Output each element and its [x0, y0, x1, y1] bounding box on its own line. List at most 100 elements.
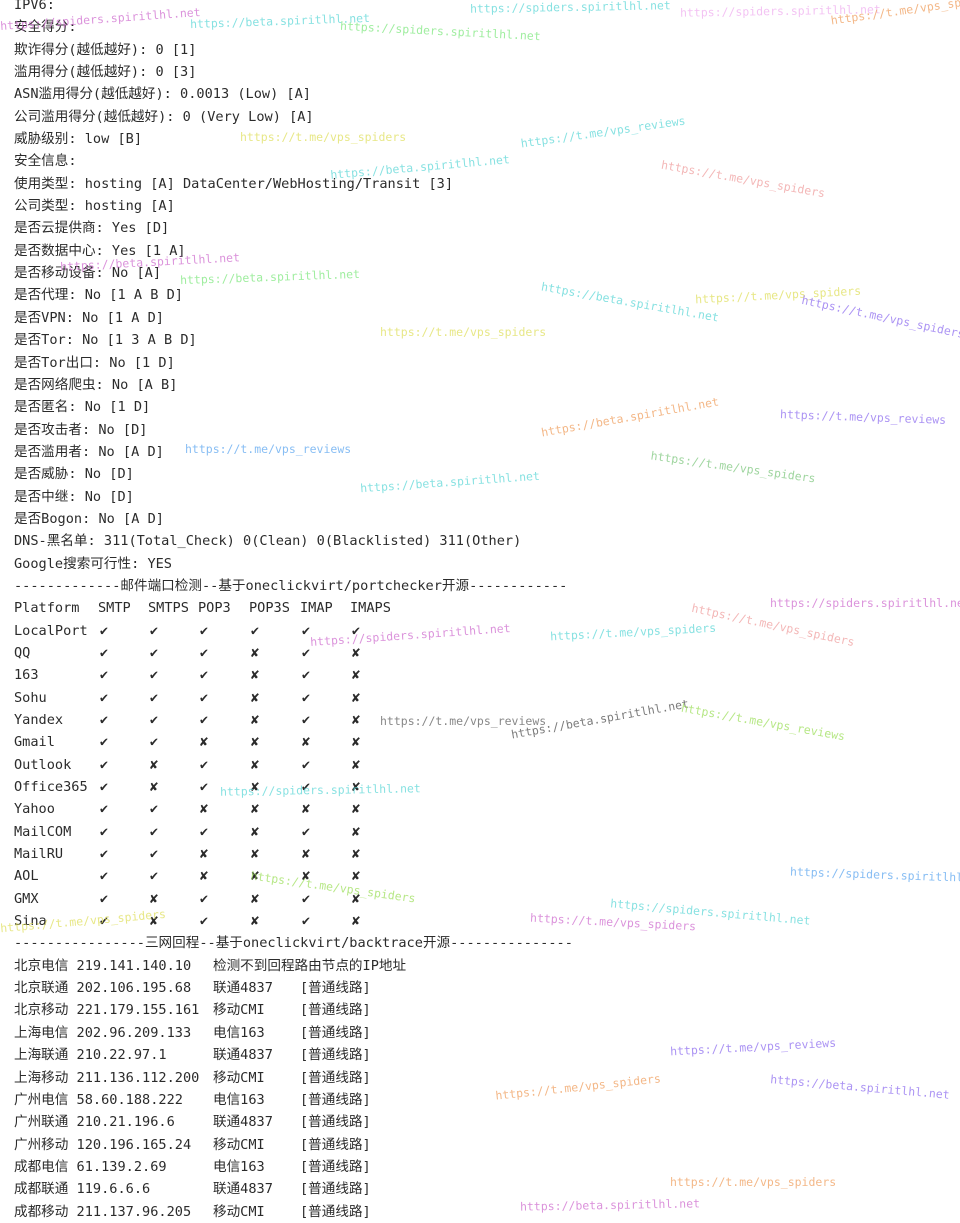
header-smtp: SMTP [98, 600, 131, 617]
security-line: 是否Tor: No [1 3 A B D] [14, 332, 197, 349]
port-status-icon: ✘ [149, 756, 159, 773]
route-row: 上海移动 211.136.112.200 移动CMI [普通线路] [14, 1067, 960, 1089]
route-line-type: [普通线路] [300, 1136, 371, 1153]
platform-name: 163 [14, 667, 39, 684]
port-status-icon: ✘ [250, 667, 260, 684]
port-status-icon: ✘ [250, 823, 260, 840]
port-status-icon: ✘ [301, 846, 311, 863]
route-line-type: [普通线路] [300, 1181, 371, 1198]
route-row: 北京电信 219.141.140.10 检测不到回程路由节点的IP地址 [14, 955, 960, 977]
security-line: 是否网络爬虫: No [A B] [14, 376, 178, 393]
route-backbone: 检测不到回程路由节点的IP地址 [213, 957, 407, 974]
route-backbone: 电信163 [213, 1158, 265, 1175]
security-line: Google搜索可行性: YES [14, 555, 172, 572]
security-line: 是否威胁: No [D] [14, 466, 134, 483]
route-target: 上海移动 211.136.112.200 [14, 1069, 200, 1086]
security-line: ASN滥用得分(越低越好): 0.0013 (Low) [A] [14, 86, 311, 103]
platform-name: AOL [14, 868, 39, 885]
platform-name: Yandex [14, 712, 64, 728]
port-status-icon: ✘ [351, 846, 361, 863]
port-status-icon: ✘ [351, 667, 361, 684]
port-status-icon: ✔ [99, 644, 109, 661]
port-status-icon: ✔ [301, 689, 311, 706]
port-status-icon: ✘ [301, 868, 311, 885]
port-status-icon: ✔ [99, 622, 109, 639]
port-status-icon: ✔ [301, 622, 311, 639]
port-status-icon: ✘ [250, 689, 260, 706]
port-status-icon: ✘ [250, 801, 260, 818]
route-backbone: 联通4837 [213, 1047, 273, 1064]
port-status-icon: ✔ [99, 689, 109, 706]
mail-row: Sina✔✘✔✘✔✘ [14, 910, 960, 932]
port-status-icon: ✘ [301, 734, 311, 751]
security-line: 是否数据中心: Yes [1 A] [14, 242, 186, 259]
port-status-icon: ✔ [99, 890, 109, 907]
route-target: 成都电信 61.139.2.69 [14, 1158, 167, 1175]
security-line: 公司滥用得分(越低越好): 0 (Very Low) [A] [14, 108, 314, 125]
header-imaps: IMAPS [350, 600, 391, 617]
mail-table-header: Platform SMTP SMTPS POP3 POP3S IMAP IMAP… [14, 597, 960, 619]
port-status-icon: ✔ [301, 823, 311, 840]
platform-name: Outlook [14, 756, 72, 773]
port-status-icon: ✘ [351, 868, 361, 885]
port-status-icon: ✘ [351, 779, 361, 796]
route-backbone: 电信163 [213, 1091, 265, 1108]
port-status-icon: ✔ [199, 779, 209, 796]
security-line: DNS-黑名单: 311(Total_Check) 0(Clean) 0(Bla… [14, 533, 522, 550]
port-status-icon: ✔ [199, 667, 209, 684]
port-status-icon: ✘ [301, 801, 311, 818]
security-line: 安全得分: [14, 19, 77, 36]
port-status-icon: ✔ [199, 756, 209, 773]
route-backbone: 联通4837 [213, 980, 273, 997]
route-target: 成都联通 119.6.6.6 [14, 1181, 151, 1198]
port-status-icon: ✔ [149, 644, 159, 661]
mail-row: Yahoo✔✔✘✘✘✘ [14, 798, 960, 820]
port-status-icon: ✘ [149, 913, 159, 930]
mail-row: QQ✔✔✔✘✔✘ [14, 642, 960, 664]
header-smtps: SMTPS [148, 600, 189, 617]
port-status-icon: ✔ [99, 868, 109, 885]
port-status-icon: ✔ [199, 689, 209, 706]
route-target: 北京电信 219.141.140.10 [14, 957, 192, 974]
port-status-icon: ✔ [99, 712, 109, 728]
platform-name: QQ [14, 644, 31, 661]
route-backbone: 移动CMI [213, 1002, 265, 1019]
route-line-type: [普通线路] [300, 1114, 371, 1131]
port-status-icon: ✔ [99, 756, 109, 773]
route-line-type: [普通线路] [300, 1069, 371, 1086]
security-line: 是否攻击者: No [D] [14, 421, 148, 438]
port-status-icon: ✘ [250, 890, 260, 907]
platform-name: Yahoo [14, 801, 55, 818]
port-status-icon: ✔ [149, 868, 159, 885]
route-backbone: 移动CMI [213, 1069, 265, 1086]
port-status-icon: ✘ [250, 868, 260, 885]
security-line: 威胁级别: low [B] [14, 131, 143, 148]
route-backbone: 移动CMI [213, 1136, 265, 1153]
mail-table-body: LocalPort✔✔✔✔✔✔QQ✔✔✔✘✔✘163✔✔✔✘✔✘Sohu✔✔✔✘… [14, 620, 960, 933]
port-status-icon: ✘ [351, 734, 361, 751]
mail-row: Sohu✔✔✔✘✔✘ [14, 687, 960, 709]
platform-name: GMX [14, 890, 39, 907]
header-imap: IMAP [300, 600, 333, 617]
platform-name: MailRU [14, 846, 64, 863]
port-status-icon: ✘ [250, 779, 260, 796]
route-target: 广州电信 58.60.188.222 [14, 1091, 183, 1108]
security-line: 是否滥用者: No [A D] [14, 443, 164, 460]
route-line-type: [普通线路] [300, 1024, 371, 1041]
route-line-type: [普通线路] [300, 980, 371, 997]
platform-name: LocalPort [14, 622, 88, 639]
port-status-icon: ✘ [351, 913, 361, 930]
terminal-output: IPV6:安全得分:欺诈得分(越低越好): 0 [1]滥用得分(越低越好): 0… [14, 0, 960, 1223]
mail-divider: -------------邮件端口检测--基于oneclickvirt/port… [14, 577, 568, 594]
mail-row: LocalPort✔✔✔✔✔✔ [14, 620, 960, 642]
port-status-icon: ✔ [149, 734, 159, 751]
port-status-icon: ✘ [199, 868, 209, 885]
security-line: 是否中继: No [D] [14, 488, 134, 505]
security-report: IPV6:安全得分:欺诈得分(越低越好): 0 [1]滥用得分(越低越好): 0… [14, 0, 960, 575]
